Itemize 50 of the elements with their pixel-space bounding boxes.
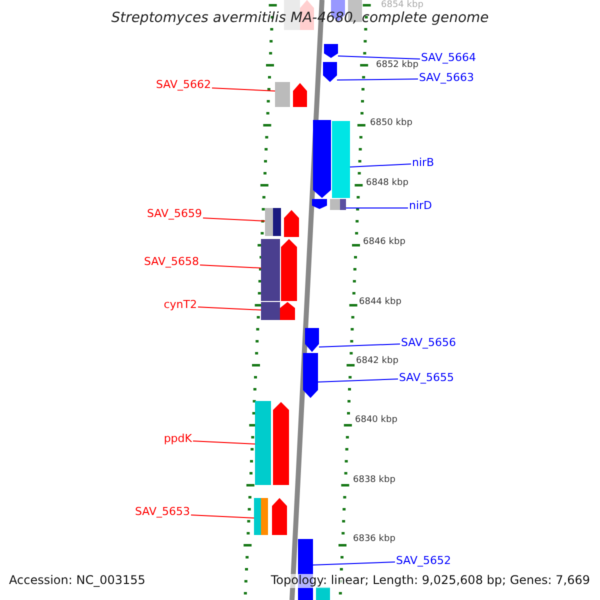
leader-line [350,164,412,168]
leader-line [192,440,256,444]
leader-line [318,378,398,382]
gene-glyph [265,208,299,237]
gene-label: SAV_5659 [146,208,202,221]
gene-label: SAV_5656 [401,337,456,350]
genome-summary-text: Topology: linear; Length: 9,025,608 bp; Genes: 7,669 [270,574,590,588]
gene-label: ppdK [164,433,192,446]
gene-label: SAV_5663 [419,72,474,85]
scale-label: 6840 kbp [355,415,398,426]
scale-label: 6846 kbp [363,237,406,248]
leader-line [318,344,400,348]
title: Streptomyces avermitilis MA-4680, complete genome [110,10,490,26]
gene-label: SAV_5658 [144,256,199,269]
gene-label: SAV_5652 [396,555,452,568]
gene-glyph [255,401,289,485]
gene-glyph [312,199,346,210]
gene-label: nirD [409,200,432,213]
scale-label: 6842 kbp [356,356,398,366]
scale-label: 6844 kbp [359,297,402,308]
gene-glyph [261,302,295,320]
scale-label: 6852 kbp [376,60,418,70]
gene-glyph [275,82,307,107]
gene-glyph [324,44,338,58]
leader-line [338,56,420,60]
leader-line [212,88,276,92]
leader-line [200,264,262,268]
scale-label: 6854 kbp [381,0,424,10]
gene-label: SAV_5653 [134,506,190,519]
gene-label: SAV_5662 [156,79,211,92]
gene-glyph [254,498,287,535]
scale-label: 6850 kbp [370,118,412,128]
leader-line [202,218,266,222]
gene-glyph [323,62,337,82]
gene-label: SAV_5664 [421,52,476,65]
gene-label: SAV_5655 [399,372,454,385]
scale-label: 6836 kbp [353,534,396,544]
gene-label: cynT2 [164,299,197,312]
scale-label: 6838 kbp [353,475,396,486]
leader-line [190,514,254,518]
gene-glyph [313,120,350,198]
leader-line [336,78,418,80]
leader-line [312,562,396,566]
scale-label: 6848 kbp [366,178,408,188]
accession-text: Accession: NC_003155 [9,574,146,588]
gene-label: nirB [412,157,434,170]
leader-line [198,306,262,310]
gene-glyph [261,239,297,301]
gene-glyph [305,328,319,352]
gene-block [316,587,330,600]
